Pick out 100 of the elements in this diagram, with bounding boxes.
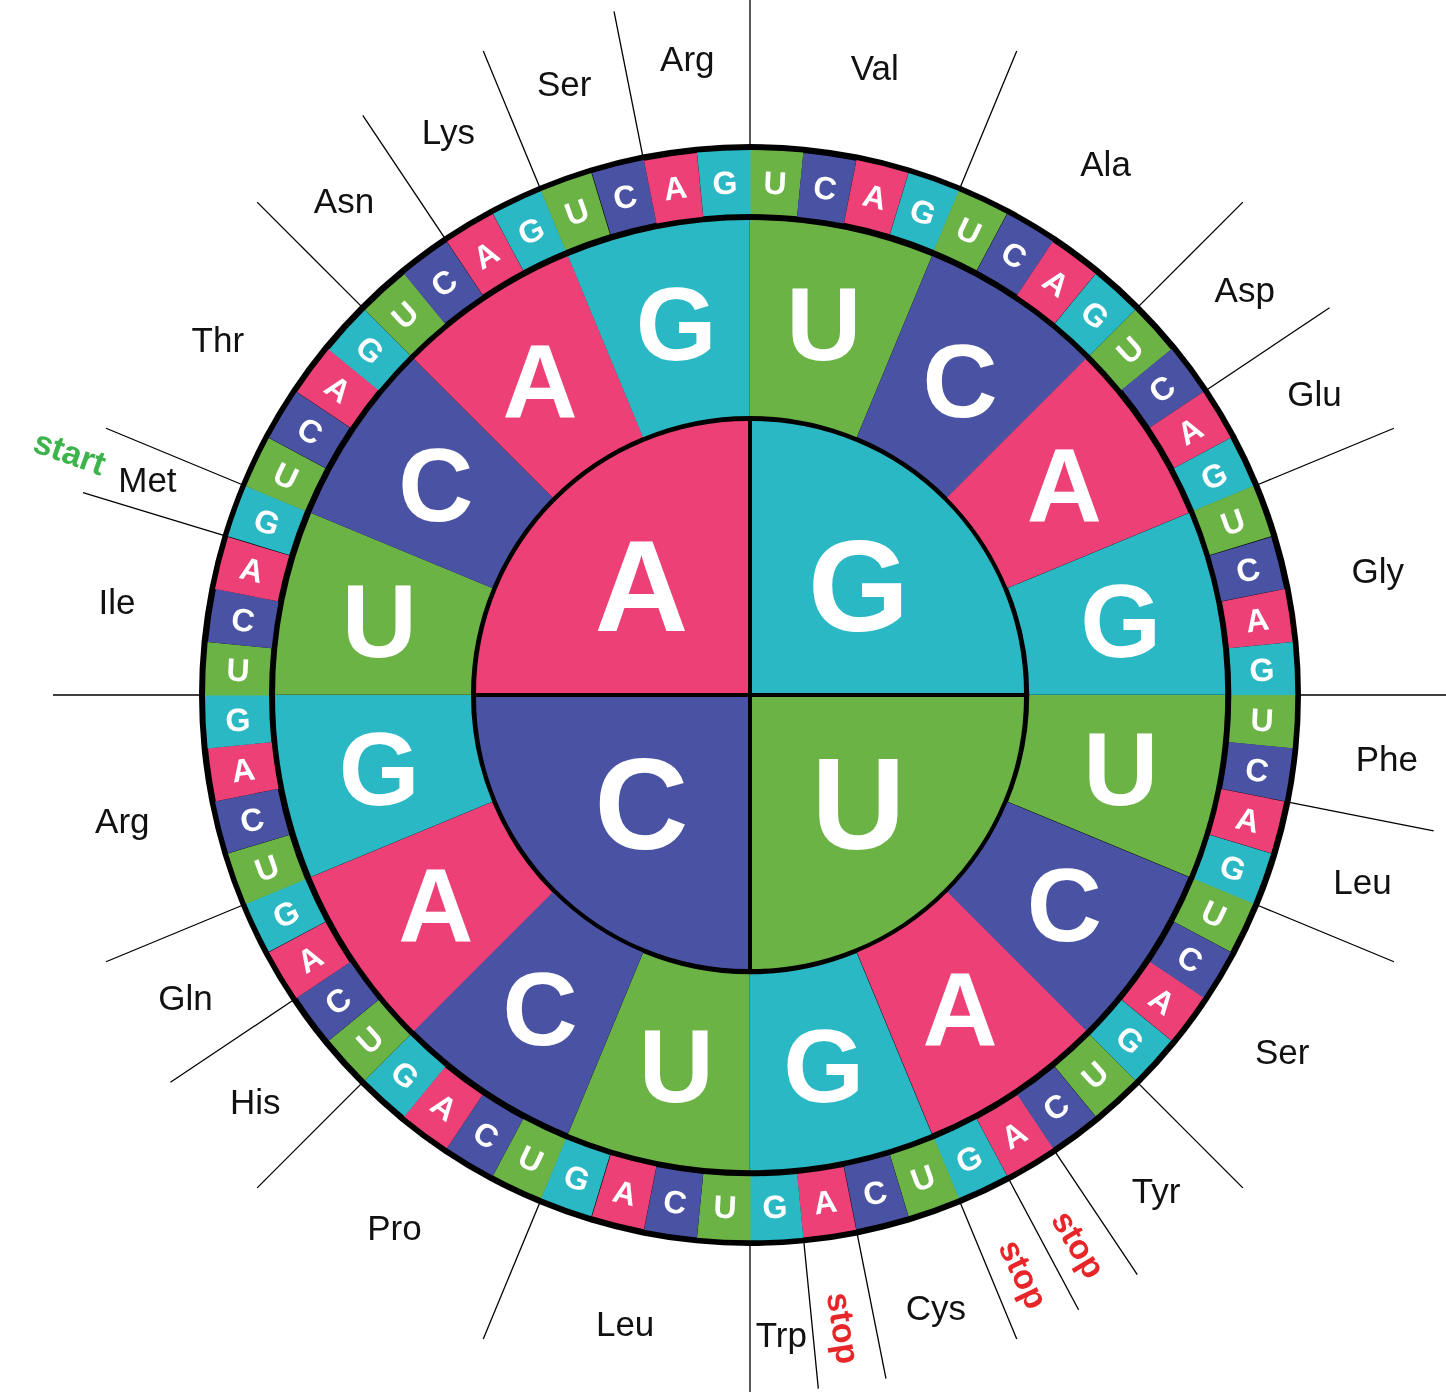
base-letter: C — [1171, 939, 1209, 979]
base-letter: A — [237, 552, 268, 589]
base-letter: G — [1080, 569, 1162, 674]
base-letter: A — [1143, 980, 1181, 1021]
base-letter: C — [425, 263, 464, 303]
base-quadrant — [475, 420, 748, 693]
ring-segment — [228, 834, 306, 904]
base-letter: A — [1026, 432, 1102, 537]
base-letter: C — [1232, 552, 1263, 589]
base-letter: A — [425, 1087, 464, 1127]
amino-acid-label: His — [230, 1083, 281, 1119]
base-letter: C — [660, 1184, 689, 1220]
start-codon-label: start — [29, 423, 111, 481]
amino-acid-label: Pro — [367, 1209, 422, 1245]
base-letter: C — [1036, 1087, 1075, 1127]
base-letter: A — [1243, 602, 1272, 638]
base-letter: C — [502, 957, 578, 1062]
ring-segment — [797, 1166, 857, 1238]
amino-acid-label: Met — [118, 461, 177, 497]
base-letter: G — [268, 894, 305, 935]
amino-acid-label: Ser — [1254, 1033, 1310, 1069]
base-letter: G — [512, 211, 549, 252]
base-letter: C — [995, 235, 1032, 275]
base-letter: A — [1171, 411, 1209, 451]
base-letter: G — [560, 1158, 595, 1198]
stop-codon-label: stop — [992, 1233, 1055, 1314]
base-letter: U — [712, 1190, 738, 1224]
ring-segment — [750, 150, 804, 217]
base-letter: U — [268, 456, 304, 496]
ring-segment — [843, 160, 909, 235]
base-letter: A — [995, 1115, 1032, 1155]
base-letter: U — [786, 272, 862, 377]
base-quadrant — [752, 697, 1025, 970]
amino-acid-label: Tyr — [1131, 1172, 1181, 1208]
base-letter: U — [341, 569, 417, 674]
base-letter: A — [398, 853, 474, 957]
base-letter: A — [319, 369, 357, 410]
base-letter: A — [811, 1184, 840, 1220]
amino-acid-label: Gly — [1351, 552, 1404, 588]
base-letter: C — [468, 1115, 505, 1155]
base-letter: G — [905, 192, 940, 232]
ring-segment — [591, 1155, 657, 1230]
ring-segment — [889, 1139, 959, 1217]
ring-segment — [1221, 742, 1293, 802]
base-letter: U — [952, 211, 987, 251]
amino-acid-label: Cys — [905, 1289, 966, 1325]
base-letter: G — [249, 502, 285, 542]
base-letter: G — [807, 521, 910, 652]
ring-segment — [207, 588, 279, 648]
amino-acid-label: Asp — [1214, 271, 1275, 307]
base-letter: G — [783, 1013, 865, 1118]
base-letter: C — [1243, 752, 1272, 788]
ring-segment — [643, 152, 703, 224]
base-letter: G — [761, 1190, 789, 1224]
base-letter: U — [560, 193, 594, 231]
amino-acid-label: Thr — [191, 321, 245, 357]
amino-acid-label: Ala — [1080, 145, 1131, 181]
base-letter: C — [859, 1174, 890, 1211]
ring-segment — [207, 742, 279, 802]
base-letter: U — [1216, 503, 1250, 542]
base-letter: C — [610, 179, 641, 216]
ring-segment — [205, 695, 272, 749]
amino-acid-label: Arg — [660, 40, 715, 76]
base-letter: A — [594, 521, 689, 652]
amino-acid-label: Ile — [98, 583, 136, 619]
base-letter: G — [1215, 848, 1251, 888]
ring-segment — [591, 160, 657, 235]
base-letter: U — [1196, 894, 1231, 934]
base-quadrant — [475, 697, 748, 970]
base-letter: U — [906, 1159, 940, 1197]
amino-acid-label: Glu — [1287, 375, 1342, 411]
base-letter: G — [951, 1138, 988, 1179]
base-letter: A — [1036, 263, 1075, 303]
amino-acid-label: Arg — [95, 802, 150, 838]
base-letter: A — [660, 170, 689, 206]
base-letter: A — [502, 328, 578, 433]
amino-acid-label: Asn — [313, 182, 375, 218]
base-letter: C — [319, 980, 357, 1021]
amino-acid-label: Leu — [1333, 863, 1392, 899]
stop-codon-label: stop — [821, 1290, 866, 1367]
base-letter: G — [711, 166, 739, 200]
base-letter: U — [250, 848, 284, 887]
base-letter: C — [398, 432, 474, 537]
ring-segment — [1210, 536, 1285, 602]
ring-segment — [1221, 588, 1293, 648]
ring-segment — [215, 536, 290, 602]
base-letter: A — [468, 235, 505, 275]
amino-acid-label: Phe — [1355, 740, 1419, 776]
base-letter: C — [291, 411, 329, 451]
ring-segment — [843, 1155, 909, 1230]
ring-segment — [643, 1166, 703, 1238]
amino-acid-label: Trp — [755, 1316, 807, 1352]
base-letter: G — [1249, 653, 1276, 687]
amino-acid-label: Ser — [536, 65, 592, 101]
base-letter: G — [338, 716, 420, 821]
base-letter: C — [811, 170, 840, 206]
ring-segment — [215, 788, 290, 854]
base-letter: G — [224, 703, 251, 737]
amino-acid-label: Lys — [421, 113, 475, 149]
base-letter: U — [1250, 703, 1275, 737]
